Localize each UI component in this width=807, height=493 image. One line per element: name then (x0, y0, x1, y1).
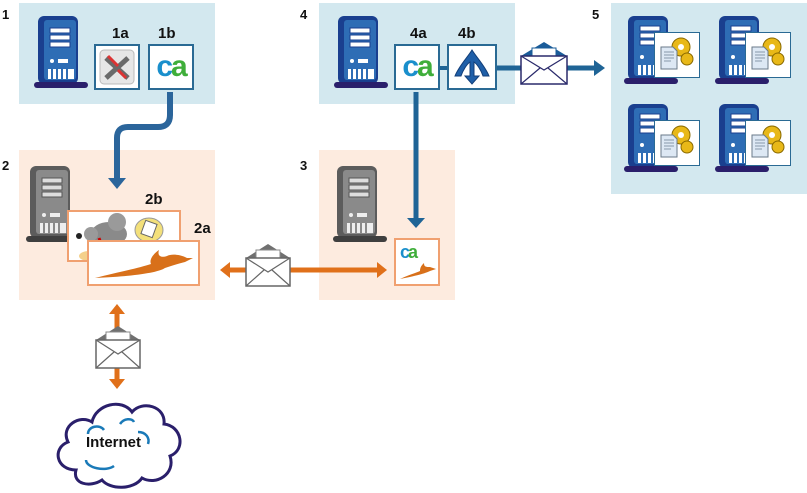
component-1b-label: 1b (158, 25, 176, 42)
tile-4b-distribution[interactable] (447, 44, 497, 90)
component-2a-label: 2a (194, 220, 211, 237)
zone-1-label: 1 (2, 7, 10, 22)
server-with-config[interactable] (624, 102, 704, 174)
server-icon (334, 16, 388, 88)
tile-1a-exchange[interactable] (94, 44, 140, 90)
envelope-icon[interactable] (519, 38, 569, 86)
config-tile (745, 120, 791, 166)
config-tile (654, 32, 700, 78)
envelope-icon[interactable] (244, 240, 292, 288)
tile-4a-ca[interactable]: ca (394, 44, 440, 90)
server-with-config[interactable] (715, 102, 795, 174)
ca-logo-icon: ca (402, 50, 433, 83)
dragon-icon (95, 250, 193, 278)
config-document-gear-icon (751, 125, 785, 158)
server-icon (333, 166, 387, 242)
server-icon (26, 166, 80, 242)
component-1a-label: 1a (112, 25, 129, 42)
zone-3-label: 3 (300, 158, 308, 173)
internet-cloud-icon (56, 402, 182, 489)
arrowhead-to-internet (109, 379, 125, 389)
config-tile (745, 32, 791, 78)
arrowhead-to-2-up (109, 304, 125, 314)
arrowhead-to-3 (377, 262, 387, 278)
distribution-arrow-icon (454, 49, 490, 85)
dragon-icon (400, 263, 436, 279)
config-document-gear-icon (660, 125, 694, 158)
ca-logo-icon: ca (400, 242, 418, 262)
component-4a-label: 4a (410, 25, 427, 42)
tile-2a-dragon[interactable] (87, 240, 200, 286)
internet-label: Internet (86, 434, 142, 451)
server-with-config[interactable] (624, 14, 704, 86)
zone-4-label: 4 (300, 7, 308, 22)
tile-3-ca-dragon[interactable]: ca (394, 238, 440, 286)
server-with-config[interactable] (715, 14, 795, 86)
ca-logo-icon: ca (156, 50, 187, 83)
component-2b-label: 2b (145, 191, 163, 208)
arrowhead-1b-to-2 (108, 178, 126, 189)
exchange-icon (99, 49, 135, 85)
zone-5-label: 5 (592, 7, 600, 22)
tile-1b-ca[interactable]: ca (148, 44, 194, 90)
arrow-1b-to-2 (114, 92, 173, 178)
component-4b-label: 4b (458, 25, 476, 42)
arrowhead-4b-to-5 (594, 60, 605, 76)
arrowhead-4a-to-3 (407, 218, 425, 228)
server-icon (34, 16, 88, 88)
config-document-gear-icon (660, 37, 694, 70)
envelope-icon[interactable] (94, 322, 142, 370)
arrowhead-to-2 (220, 262, 230, 278)
config-document-gear-icon (751, 37, 785, 70)
config-tile (654, 120, 700, 166)
zone-2-label: 2 (2, 158, 10, 173)
